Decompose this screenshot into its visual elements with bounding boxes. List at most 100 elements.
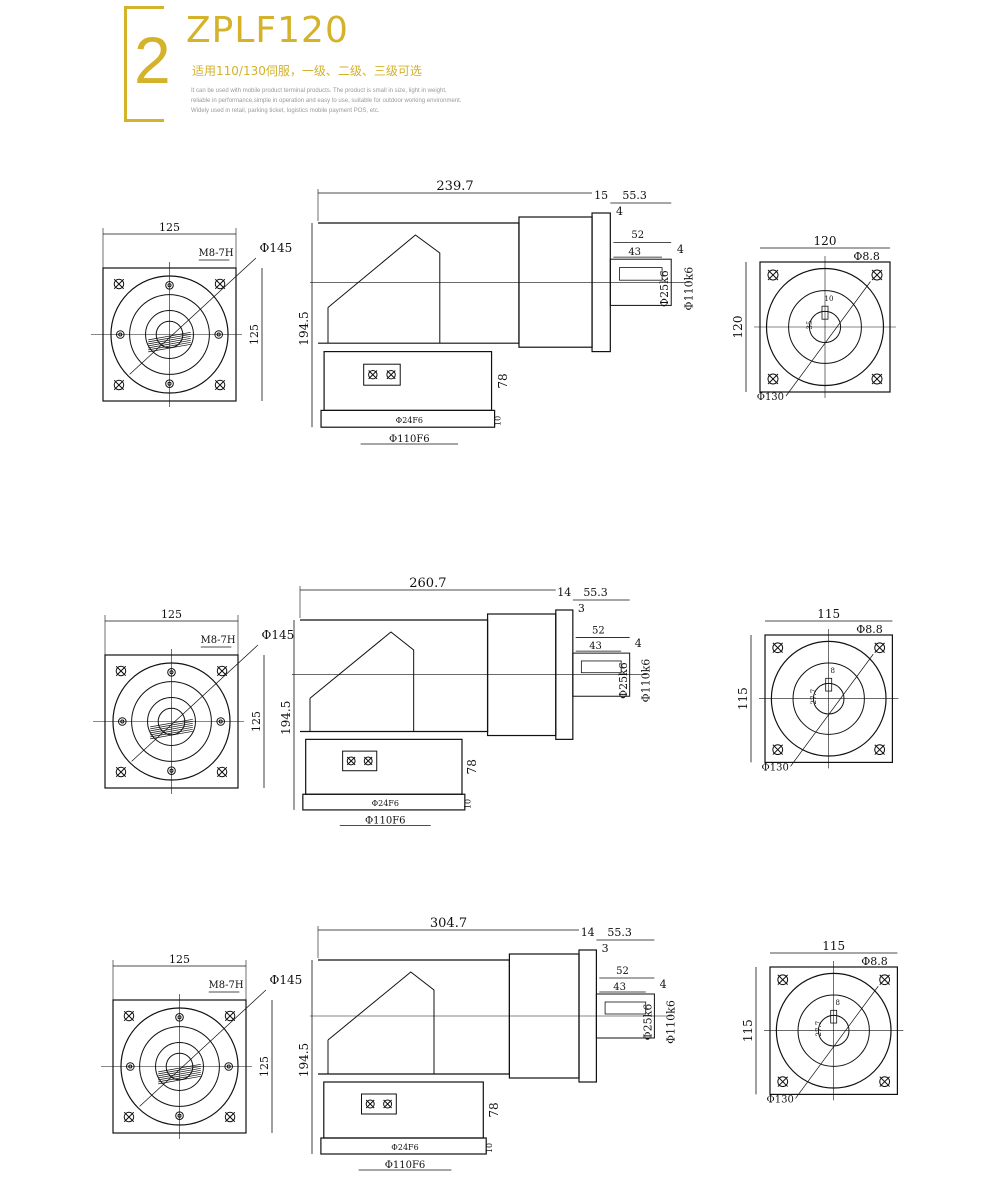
bolt-cross: [383, 1099, 392, 1109]
flange-thickness-label: 14: [557, 586, 571, 599]
bolt-hole: [365, 1099, 375, 1109]
bolt-cross: [365, 1099, 375, 1109]
pcd-label: Φ145: [262, 628, 295, 642]
bolt-cross: [767, 269, 779, 281]
input-flange-label: 10: [485, 1143, 494, 1153]
input-pilot-label: Φ110F6: [389, 434, 430, 445]
bolt-cross: [224, 1010, 236, 1022]
bolt-hole: [216, 665, 228, 677]
key-height-label: 27.7: [815, 1021, 823, 1037]
leader-line: [795, 985, 879, 1099]
bolt-hole: [123, 1111, 135, 1123]
key-length-label: 43: [589, 641, 602, 652]
bolt-cross: [874, 642, 885, 653]
shaft-key: [580, 660, 622, 674]
shaft-diameter-label: Φ25k6: [617, 662, 630, 699]
bolt-cross: [368, 370, 378, 380]
end-hole-label: Φ8.8: [853, 250, 880, 263]
bolt-cross: [879, 1076, 890, 1087]
shaft-length-label: 55.3: [607, 926, 632, 939]
bolt-cross: [113, 379, 125, 391]
leader-line: [785, 281, 871, 397]
input-flange: [320, 1137, 487, 1155]
model-title: ZPLF120: [186, 10, 349, 51]
flange-thickness-label: 14: [581, 926, 595, 939]
description-line: reliable in performance,simple in operat…: [191, 98, 462, 104]
total-length-label: 239.7: [436, 179, 473, 194]
section-bracket: [124, 6, 164, 122]
bolt-cross: [224, 1111, 236, 1123]
end-pcd-label: Φ130: [762, 762, 789, 773]
end-width-label: 120: [814, 234, 837, 248]
bolt-cross: [874, 744, 885, 755]
shaft-diameter-label: Φ25k6: [642, 1004, 655, 1041]
section-number: 2: [134, 23, 171, 97]
end-width-label: 115: [822, 939, 845, 953]
input-height-label: 78: [465, 759, 479, 774]
bolt-hole: [767, 269, 779, 281]
angle-housing: [327, 234, 441, 344]
bolt-hole: [383, 1099, 393, 1109]
bolt-hole: [879, 974, 891, 986]
bolt-hole: [871, 269, 883, 281]
end-height-label: 120: [731, 316, 745, 339]
end-pcd-label: Φ130: [757, 392, 784, 403]
end-height-label: 115: [736, 687, 750, 710]
input-height-label: 78: [487, 1102, 501, 1117]
gearbox-body: [318, 959, 510, 1075]
height-label: 194.5: [297, 1043, 311, 1077]
input-coupling: [363, 363, 401, 386]
input-coupling: [342, 750, 378, 772]
description-line: It can be used with mobile product termi…: [191, 88, 447, 94]
input-height-label: 78: [496, 373, 510, 388]
input-flange: [302, 793, 466, 811]
header: 2 ZPLF120 适用110/130伺服，一级、二级、三级可选 It can …: [0, 0, 1000, 135]
angle-housing: [309, 631, 415, 732]
shaft-extent-label: 52: [592, 626, 605, 637]
bolt-cross: [115, 665, 127, 677]
bolt-hole: [871, 373, 883, 385]
height-label: 194.5: [297, 311, 311, 345]
input-flange-label: 10: [494, 416, 503, 426]
bolt-cross: [115, 766, 127, 778]
shaft-diameter-label: Φ25k6: [658, 270, 671, 307]
input-housing: [323, 1081, 484, 1139]
front-width-label: 125: [169, 953, 190, 966]
bolt-hole: [772, 744, 784, 756]
key-width-label: 10: [825, 295, 834, 303]
pcd-label: Φ145: [260, 241, 293, 255]
bolt-hole: [386, 370, 396, 380]
thread-label: M8-7H: [199, 248, 234, 259]
bolt-hole: [224, 1010, 236, 1022]
shoulder-label: 3: [602, 942, 609, 955]
height-label: 194.5: [279, 701, 293, 735]
bolt-hole: [214, 379, 226, 391]
key-width-label: 8: [830, 667, 834, 675]
shoulder-label: 4: [616, 205, 623, 218]
front-width-label: 125: [159, 221, 180, 234]
leader-line: [131, 644, 259, 762]
bolt-cross: [777, 974, 788, 985]
bolt-hole: [874, 642, 886, 654]
thread-label: M8-7H: [201, 635, 236, 646]
bolt-cross: [363, 756, 373, 766]
input-pilot-label: Φ110F6: [385, 1160, 426, 1171]
bolt-cross: [871, 373, 883, 385]
pilot-diameter-label: Φ110k6: [683, 267, 696, 311]
end-height-label: 115: [741, 1019, 755, 1042]
bolt-hole: [113, 278, 125, 290]
pilot-diameter-label: Φ110k6: [665, 1000, 678, 1044]
bolt-hole: [879, 1076, 891, 1088]
bolt-hole: [346, 756, 356, 766]
shaft-extent-label: 52: [616, 966, 629, 977]
input-housing: [305, 738, 463, 795]
bolt-hole: [777, 974, 789, 986]
key-length-label: 43: [613, 982, 626, 993]
input-shaft-label: Φ24F6: [391, 1143, 418, 1152]
front-height-label: 125: [258, 1056, 271, 1077]
